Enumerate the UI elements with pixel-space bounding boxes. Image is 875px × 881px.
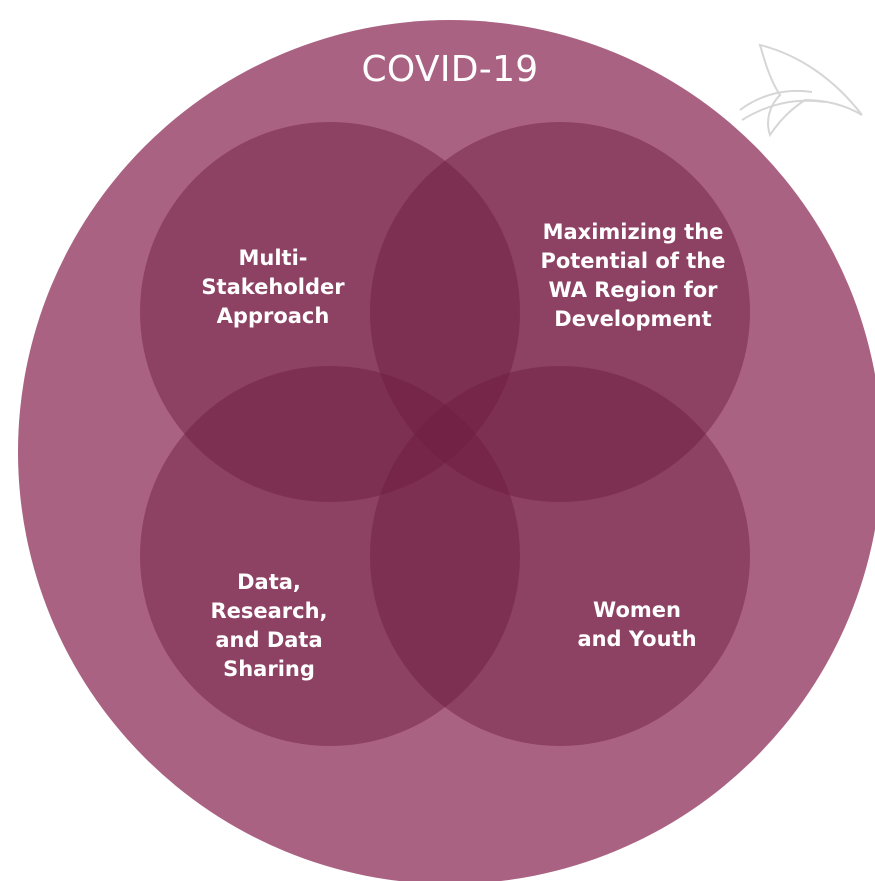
diagram-title: COVID-19 <box>361 49 539 90</box>
label-women-and-youth: Women and Youth <box>577 598 697 651</box>
label-data-research-sharing: Data, Research, and Data Sharing <box>210 570 328 681</box>
circle-top-left <box>140 122 520 502</box>
label-multi-stakeholder-approach: Multi- Stakeholder Approach <box>201 246 345 328</box>
outer-circle <box>18 20 875 881</box>
label-maximizing-potential: Maximizing the Potential of the WA Regio… <box>540 220 726 331</box>
circle-bottom-right <box>370 366 750 746</box>
circle-top-right <box>370 122 750 502</box>
circle-bottom-left <box>140 366 520 746</box>
